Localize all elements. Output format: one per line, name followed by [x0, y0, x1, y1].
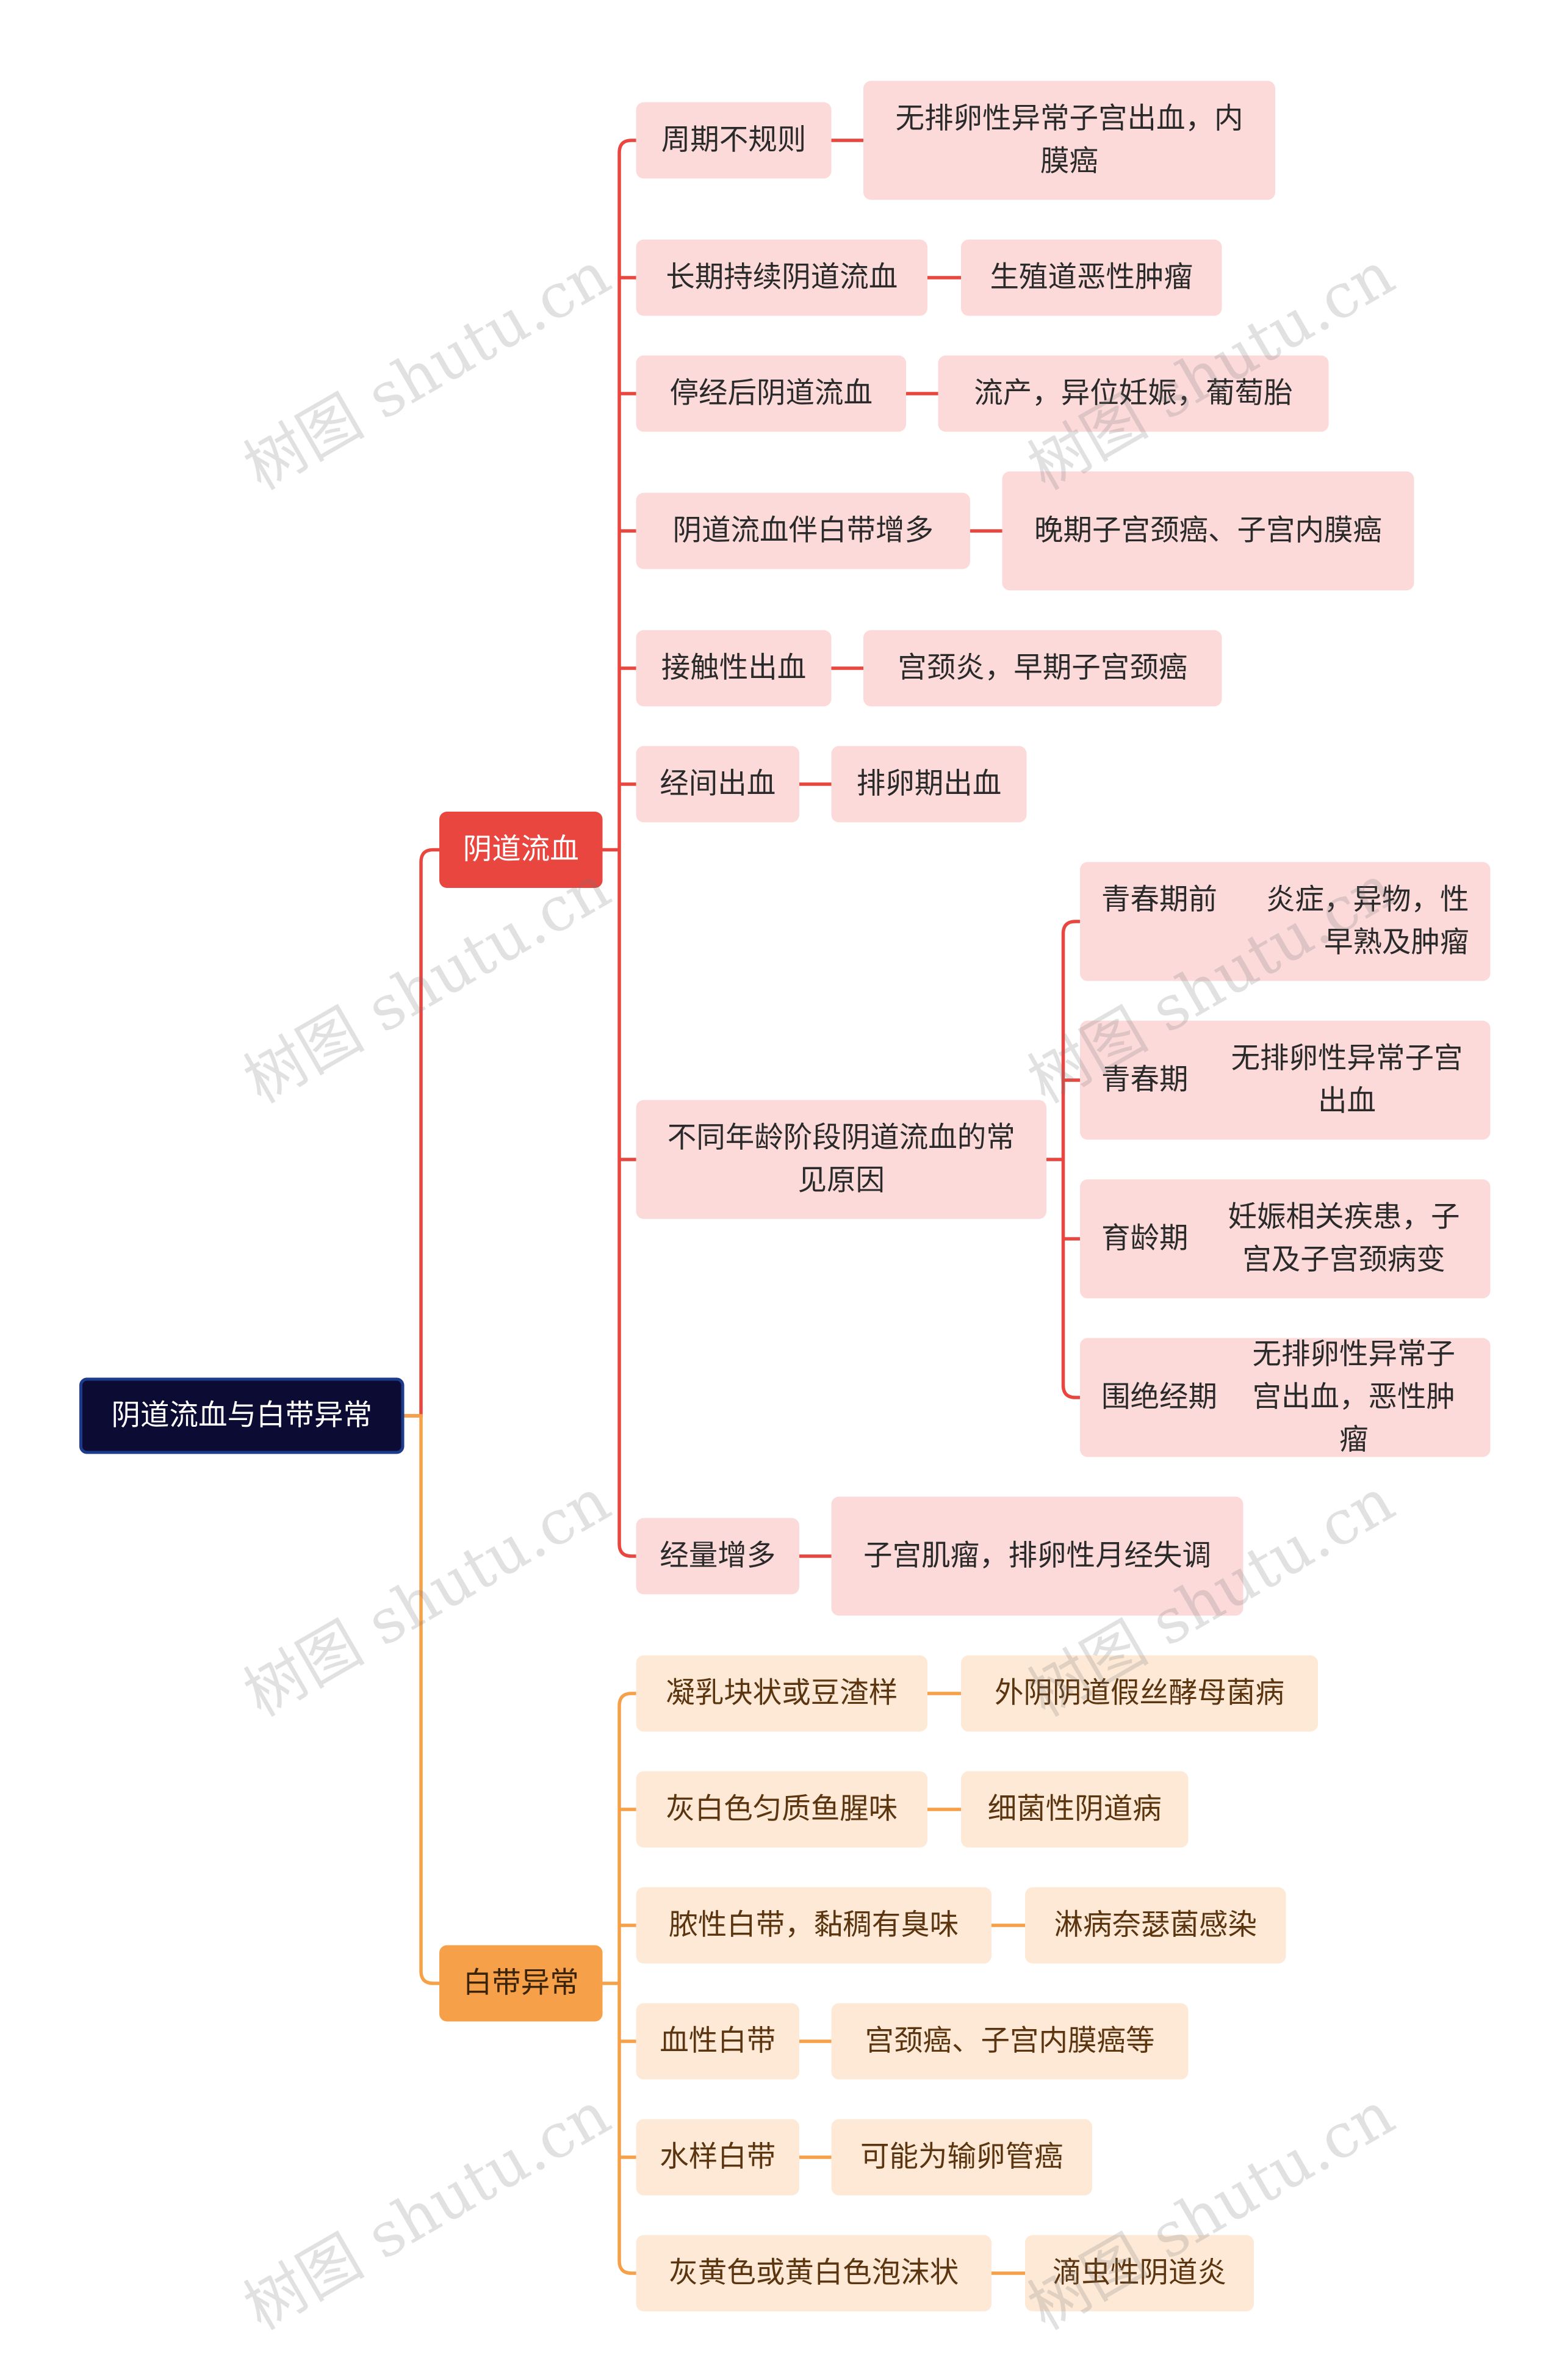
bleeding-cause-contact[interactable]: 宫颈炎，早期子宫颈癌 [863, 630, 1222, 707]
bleeding-item-by-age[interactable]: 不同年龄阶段阴道流血的常见原因 [636, 1100, 1046, 1219]
leukorrhea-cause-bloody[interactable]: 宫颈癌、子宫内膜癌等 [831, 2003, 1189, 2080]
bleeding-cause-heavy-flow[interactable]: 子宫肌瘤，排卵性月经失调 [831, 1496, 1243, 1616]
connector-root-bleeding [404, 848, 439, 1418]
bleeding-item-irregular-cycle[interactable]: 周期不规则 [636, 102, 832, 179]
bleeding-item-heavy-flow[interactable]: 经量增多 [636, 1518, 799, 1595]
branch-abnormal-leukorrhea[interactable]: 白带异常 [439, 1945, 603, 2022]
bleeding-item-contact[interactable]: 接触性出血 [636, 630, 832, 707]
leukorrhea-cause-watery[interactable]: 可能为输卵管癌 [831, 2119, 1092, 2196]
age-stage-cause: 妊娠相关疾患，子宫及子宫颈病变 [1228, 1200, 1460, 1277]
age-stage-cause: 无排卵性异常子宫出血 [1231, 1042, 1463, 1119]
bleeding-cause-with-leukorrhea[interactable]: 晚期子宫颈癌、子宫内膜癌 [1002, 471, 1414, 591]
connector-root-leukorrhea [404, 1414, 439, 1985]
age-stage-label: 育龄期 [1101, 1222, 1189, 1256]
age-stage-reproductive[interactable]: 育龄期 妊娠相关疾患，子宫及子宫颈病变 [1080, 1179, 1491, 1299]
leukorrhea-item-grey-fishy[interactable]: 灰白色匀质鱼腥味 [636, 1771, 927, 1848]
branch-vaginal-bleeding[interactable]: 阴道流血 [439, 812, 603, 888]
bleeding-item-with-leukorrhea[interactable]: 阴道流血伴白带增多 [636, 492, 970, 569]
leukorrhea-item-purulent[interactable]: 脓性白带，黏稠有臭味 [636, 1887, 992, 1964]
age-stage-cause: 无排卵性异常子宫出血，恶性肿瘤 [1252, 1338, 1456, 1457]
leukorrhea-cause-foamy[interactable]: 滴虫性阴道炎 [1025, 2235, 1254, 2312]
leukorrhea-item-curd[interactable]: 凝乳块状或豆渣样 [636, 1655, 927, 1732]
bleeding-item-after-amenorrhea[interactable]: 停经后阴道流血 [636, 355, 906, 432]
leukorrhea-item-watery[interactable]: 水样白带 [636, 2119, 799, 2196]
age-stage-label: 围绝经期 [1101, 1380, 1218, 1415]
leukorrhea-item-bloody[interactable]: 血性白带 [636, 2003, 799, 2080]
bleeding-cause-persistent[interactable]: 生殖道恶性肿瘤 [961, 239, 1222, 316]
age-stage-puberty[interactable]: 青春期 无排卵性异常子宫出血 [1080, 1020, 1491, 1140]
age-stage-label: 青春期前 [1101, 883, 1218, 917]
leukorrhea-item-foamy[interactable]: 灰黄色或黄白色泡沫状 [636, 2235, 992, 2312]
bleeding-cause-after-amenorrhea[interactable]: 流产，异位妊娠，葡萄胎 [938, 355, 1329, 432]
leukorrhea-cause-grey-fishy[interactable]: 细菌性阴道病 [961, 1771, 1189, 1848]
bleeding-item-intermenstrual[interactable]: 经间出血 [636, 746, 799, 823]
age-stage-label: 青春期 [1101, 1063, 1189, 1097]
age-stage-perimenopause[interactable]: 围绝经期 无排卵性异常子宫出血，恶性肿瘤 [1080, 1338, 1491, 1457]
bleeding-cause-intermenstrual[interactable]: 排卵期出血 [831, 746, 1027, 823]
leukorrhea-cause-curd[interactable]: 外阴阴道假丝酵母菌病 [961, 1655, 1318, 1732]
bleeding-cause-irregular-cycle[interactable]: 无排卵性异常子宫出血，内膜癌 [863, 81, 1275, 200]
age-stage-cause: 炎症，异物，性早熟及肿瘤 [1265, 883, 1469, 960]
leukorrhea-cause-purulent[interactable]: 淋病奈瑟菌感染 [1025, 1887, 1286, 1964]
age-stage-prepuberty[interactable]: 青春期前 炎症，异物，性早熟及肿瘤 [1080, 862, 1491, 981]
bleeding-item-persistent[interactable]: 长期持续阴道流血 [636, 239, 927, 316]
root-topic[interactable]: 阴道流血与白带异常 [79, 1377, 405, 1454]
